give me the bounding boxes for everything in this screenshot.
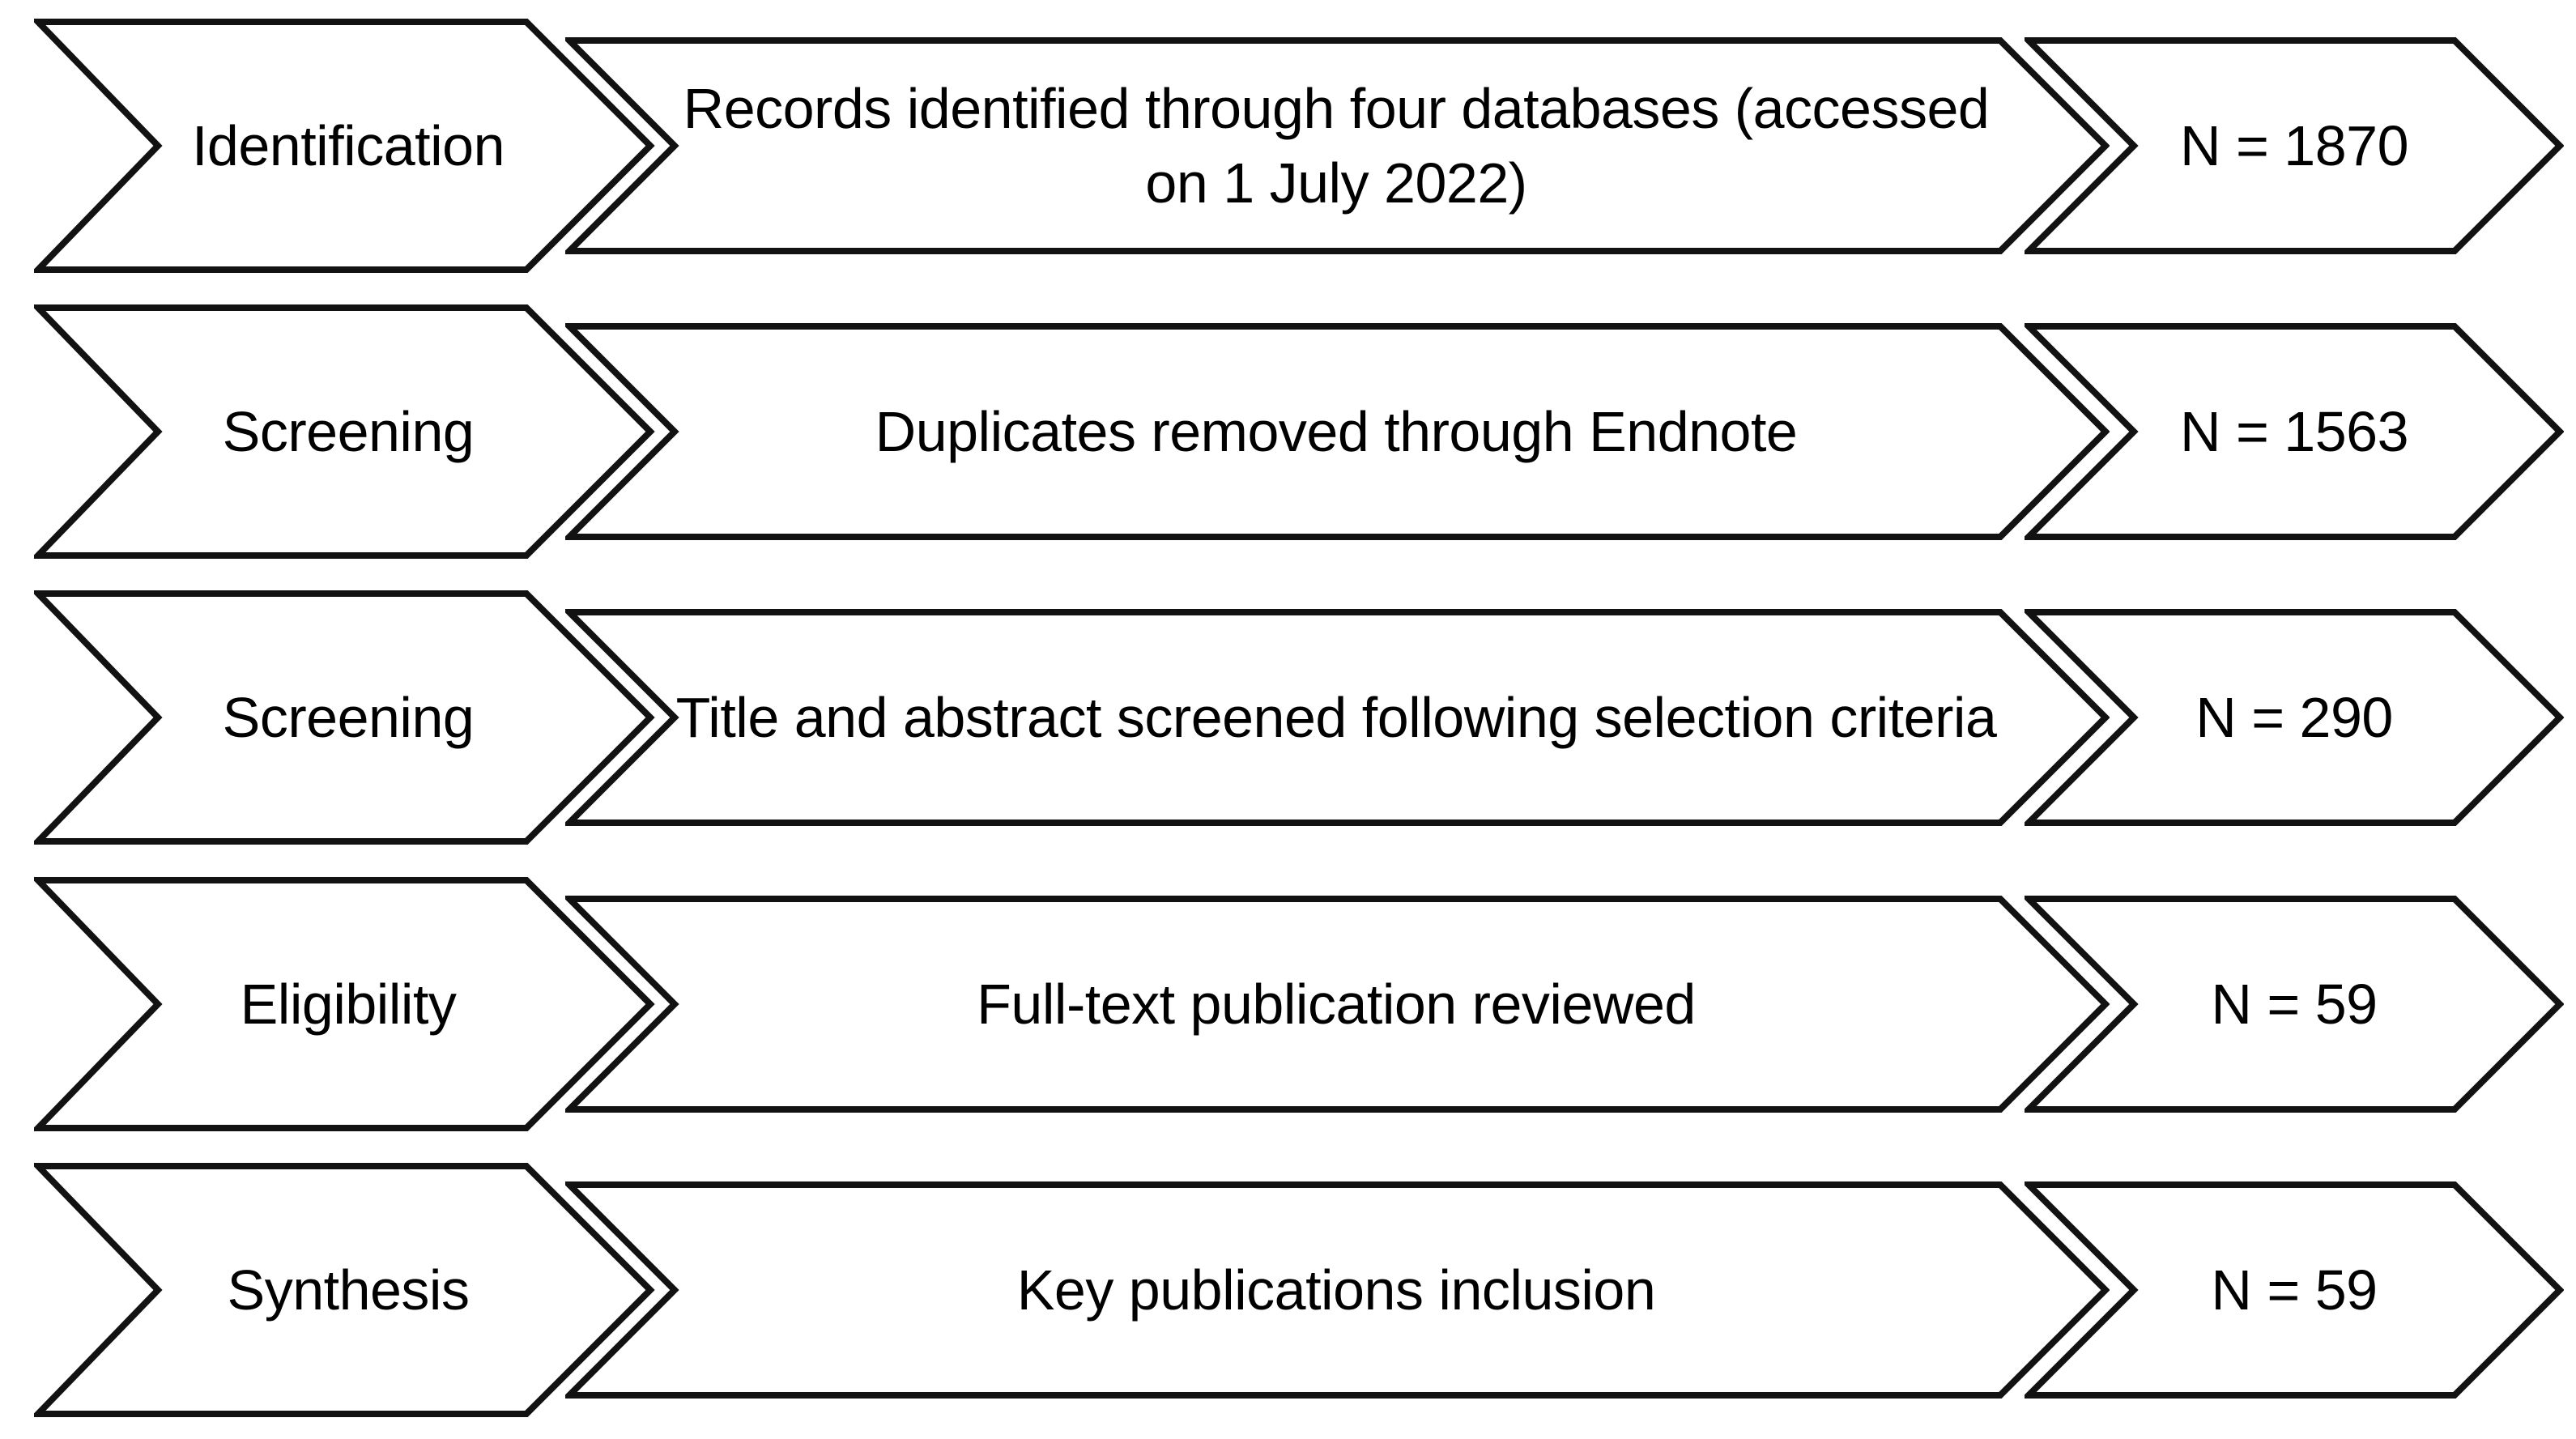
count-chevron: [2025, 1181, 2564, 1399]
count-chevron: [2025, 609, 2564, 826]
flow-row: Screening Duplicates removed through End…: [0, 304, 2576, 563]
description-text: Records identified through four database…: [683, 76, 1990, 215]
flow-row: Identification Records identified throug…: [0, 18, 2576, 277]
stage-chevron: [34, 19, 655, 273]
flow-row: Synthesis Key publications inclusion N =…: [0, 1162, 2576, 1421]
stage-label: Identification: [191, 113, 505, 177]
stage-label: Synthesis: [227, 1258, 470, 1322]
stage-chevron: [34, 304, 655, 559]
stage-chevron: [34, 877, 655, 1131]
description-chevron: [565, 37, 2110, 254]
stage-label: Eligibility: [240, 972, 457, 1036]
count-chevron: [2025, 896, 2564, 1113]
description-text: Title and abstract screened following se…: [675, 685, 1997, 749]
count-text: N = 59: [2211, 972, 2378, 1036]
count-text: N = 59: [2211, 1258, 2378, 1322]
count-text: N = 290: [2195, 685, 2393, 749]
flow-row: Screening Title and abstract screened fo…: [0, 590, 2576, 849]
description-text: Duplicates removed through Endnote: [875, 399, 1798, 463]
description-chevron: [565, 323, 2110, 540]
stage-chevron: [34, 1163, 655, 1417]
description-chevron: [565, 896, 2110, 1113]
count-text: N = 1563: [2179, 399, 2409, 463]
count-chevron: [2025, 37, 2564, 254]
stage-label: Screening: [222, 399, 475, 463]
description-text: Full-text publication reviewed: [977, 972, 1696, 1036]
stage-chevron: [34, 590, 655, 845]
description-chevron: [565, 1181, 2110, 1399]
flow-row: Eligibility Full-text publication review…: [0, 876, 2576, 1135]
count-text: N = 1870: [2179, 113, 2409, 177]
description-chevron: [565, 609, 2110, 826]
stage-label: Screening: [222, 685, 475, 749]
count-chevron: [2025, 323, 2564, 540]
description-text: Key publications inclusion: [1016, 1258, 1656, 1322]
